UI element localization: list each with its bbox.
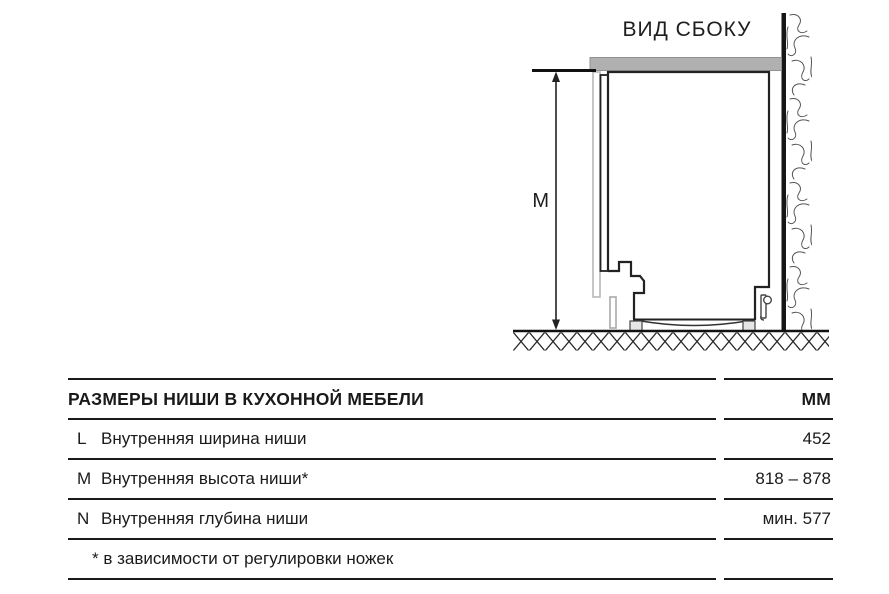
row-value: мин. 577	[762, 509, 831, 528]
table-title: РАЗМЕРЫ НИШИ В КУХОННОЙ МЕБЕЛИ	[68, 388, 424, 409]
drain-hose-detail	[760, 294, 773, 321]
arrow-up-icon	[552, 71, 560, 82]
table-footnote: * в зависимости от регулировки ножек	[92, 549, 394, 568]
right-foot	[742, 320, 756, 332]
door-outer-panel	[592, 71, 601, 298]
body-outline	[606, 70, 771, 320]
unit-header: ММ	[801, 388, 831, 409]
dimension-m-label: M	[532, 190, 549, 212]
dishwasher-outline	[592, 70, 773, 332]
table-row: M Внутренняя высота ниши* 818 – 878	[68, 460, 833, 500]
door-inner-panel	[599, 74, 609, 272]
table-header-row: РАЗМЕРЫ НИШИ В КУХОННОЙ МЕБЕЛИ ММ	[68, 378, 833, 420]
dimension-m: M	[532, 69, 596, 330]
front-base-step	[608, 260, 646, 319]
row-label: Внутренняя глубина ниши	[101, 509, 309, 528]
wall-texture	[786, 13, 812, 332]
niche-dimensions-table: РАЗМЕРЫ НИШИ В КУХОННОЙ МЕБЕЛИ ММ L Внут…	[68, 378, 833, 580]
left-foot	[629, 320, 643, 332]
table-row: N Внутренняя глубина ниши мин. 577	[68, 500, 833, 540]
wall-line	[781, 13, 786, 332]
row-label: Внутренняя высота ниши*	[101, 469, 309, 488]
countertop	[589, 57, 782, 71]
base-pan-curve	[640, 320, 748, 327]
arrow-down-icon	[552, 319, 560, 330]
row-label: Внутренняя ширина ниши	[101, 429, 307, 448]
row-key: L	[77, 429, 87, 448]
kick-panel	[609, 296, 617, 329]
table-row: L Внутренняя ширина ниши 452	[68, 420, 833, 460]
row-value: 452	[802, 429, 831, 448]
row-key: M	[77, 469, 92, 488]
row-key: N	[77, 509, 90, 528]
floor-hatch	[513, 329, 829, 351]
table-footnote-row: * в зависимости от регулировки ножек	[68, 540, 833, 580]
diagram-title: ВИД СБОКУ	[622, 18, 751, 41]
row-value: 818 – 878	[755, 469, 831, 488]
wall-section	[781, 13, 812, 332]
